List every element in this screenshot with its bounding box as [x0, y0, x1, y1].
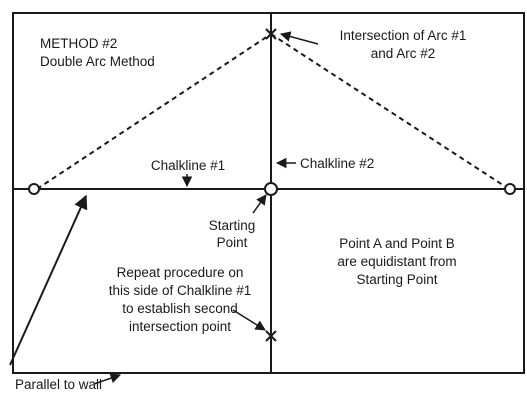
repeat-label-line-3: to establish second — [122, 301, 238, 316]
starting-point-arrow — [252, 194, 267, 214]
equidistant-label-line-3: Starting Point — [356, 272, 437, 287]
intersection-mark-top — [265, 28, 277, 40]
repeat-arrow — [232, 309, 266, 331]
equidistant-label-line-2: are equidistant from — [337, 254, 456, 269]
starting-point-label-line-1: Starting — [209, 218, 256, 233]
repeat-label-line-2: this side of Chalkline #1 — [109, 283, 252, 298]
starting-point-label-line-2: Point — [217, 235, 248, 250]
chalkline-1-label: Chalkline #1 — [151, 158, 225, 173]
intersection-label-line-2: and Arc #2 — [371, 46, 436, 61]
repeat-label-line-1: Repeat procedure on — [117, 265, 244, 280]
point-a — [28, 183, 40, 195]
repeat-label-line-4: intersection point — [129, 319, 231, 334]
chalkline-2-label: Chalkline #2 — [300, 156, 374, 171]
intersection-arrow — [279, 31, 319, 45]
starting-point — [264, 182, 278, 196]
parallel-arrow-wall — [93, 373, 121, 385]
equidistant-label-line-1: Point A and Point B — [339, 236, 455, 251]
intersection-mark-bottom — [265, 330, 277, 342]
parallel-arrow-diagonal — [9, 194, 88, 366]
method-subtitle: Double Arc Method — [40, 54, 155, 69]
intersection-label-line-1: Intersection of Arc #1 — [340, 28, 467, 43]
dashed-line-left — [36, 33, 272, 190]
room-frame — [12, 12, 525, 374]
dashed-line-right — [270, 33, 510, 190]
point-b — [504, 183, 516, 195]
method-title: METHOD #2 — [40, 36, 117, 51]
parallel-to-wall-label: Parallel to wall — [15, 377, 102, 392]
